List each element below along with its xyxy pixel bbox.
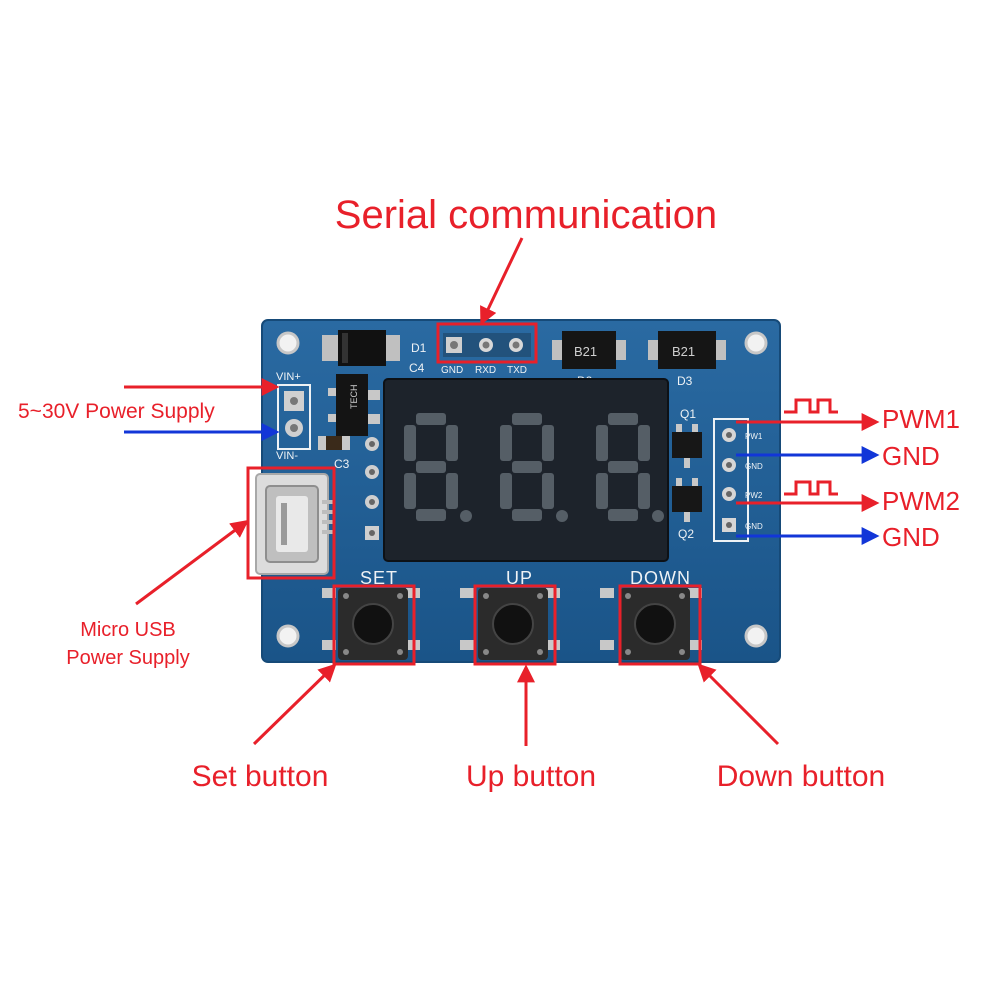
display-segment <box>500 473 512 509</box>
display-segment <box>542 425 554 461</box>
callout-set: Set button <box>192 760 329 793</box>
display-segment <box>596 425 608 461</box>
arrow-usb <box>135 519 249 606</box>
silk-up: UP <box>506 568 533 588</box>
label-pw1: PW1 <box>745 432 763 441</box>
display-segment <box>446 473 458 509</box>
transistor-q1 <box>672 424 702 468</box>
label-c3: C3 <box>334 457 350 471</box>
display-segment <box>596 473 608 509</box>
d3-marking: B21 <box>672 344 695 359</box>
label-txd: TXD <box>507 365 527 376</box>
display-segment <box>404 425 416 461</box>
display-decimal-point <box>460 510 472 522</box>
callout-down: Down button <box>717 760 885 793</box>
voltage-regulator: TECH <box>328 374 380 436</box>
callout-arrows <box>124 237 880 746</box>
diode-d1 <box>322 330 400 366</box>
transistor-q2 <box>672 478 702 522</box>
display-segment <box>638 425 650 461</box>
label-vin-plus: VIN+ <box>276 371 301 383</box>
label-pw-gnd2: GND <box>745 522 763 531</box>
callout-usb-line2: Power Supply <box>66 647 189 669</box>
label-d1: D1 <box>411 341 427 355</box>
pulse-wave-icon <box>784 398 838 414</box>
display-segment <box>512 461 542 473</box>
display-decimal-point <box>652 510 664 522</box>
callout-pwm1: PWM1 <box>882 404 960 434</box>
display-segment <box>608 461 638 473</box>
callout-pwm2: PWM2 <box>882 486 960 516</box>
label-c4: C4 <box>409 361 425 375</box>
serial-header <box>443 333 531 357</box>
up-button[interactable] <box>460 588 560 660</box>
label-d3: D3 <box>677 374 693 388</box>
callout-power: 5~30V Power Supply <box>18 400 215 423</box>
display-segment <box>608 509 638 521</box>
display-segment <box>608 413 638 425</box>
silk-set: SET <box>360 568 398 588</box>
callout-up: Up button <box>466 760 596 793</box>
regulator-marking: TECH <box>349 385 359 410</box>
highlight-set <box>332 584 416 666</box>
label-serial-gnd: GND <box>441 365 463 376</box>
label-rxd: RXD <box>475 365 496 376</box>
label-vin-minus: VIN- <box>276 450 298 462</box>
silk-down: DOWN <box>630 568 691 588</box>
display-pins <box>365 437 379 540</box>
display-segment <box>416 413 446 425</box>
callout-gnd2: GND <box>882 522 940 552</box>
diode-d2: B21 <box>552 331 626 369</box>
callout-gnd1: GND <box>882 441 940 471</box>
capacitor-c3 <box>318 436 350 450</box>
pcb-board: D1 C4 GND RXD TXD B21 D2 B21 D3 <box>255 319 781 663</box>
display-decimal-point <box>556 510 568 522</box>
label-pw2: PW2 <box>745 491 763 500</box>
callout-serial: Serial communication <box>335 193 717 237</box>
d2-marking: B21 <box>574 344 597 359</box>
mounting-holes <box>276 331 768 648</box>
pulse-wave-icon <box>784 480 838 496</box>
display-segment <box>512 509 542 521</box>
label-pw-gnd1: GND <box>745 462 763 471</box>
micro-usb-port <box>255 473 334 575</box>
power-terminal <box>277 384 311 450</box>
display-digits <box>404 413 664 522</box>
display-segment <box>500 425 512 461</box>
label-q1: Q1 <box>680 407 696 421</box>
display-segment <box>446 425 458 461</box>
arrow-serial <box>480 237 524 326</box>
label-q2: Q2 <box>678 527 694 541</box>
diode-d3: B21 <box>648 331 726 369</box>
arrow-set <box>252 663 337 746</box>
callout-usb-line1: Micro USB <box>80 619 176 641</box>
display-segment <box>542 473 554 509</box>
display-segment <box>512 413 542 425</box>
display-segment <box>416 509 446 521</box>
highlight-down <box>618 584 702 666</box>
down-button[interactable] <box>600 588 702 660</box>
arrow-down <box>697 663 780 746</box>
display-segment <box>404 473 416 509</box>
pwm-output-header <box>713 418 749 542</box>
display-segment <box>416 461 446 473</box>
display-segment <box>638 473 650 509</box>
seven-segment-display <box>383 378 669 562</box>
highlight-up <box>473 584 557 666</box>
